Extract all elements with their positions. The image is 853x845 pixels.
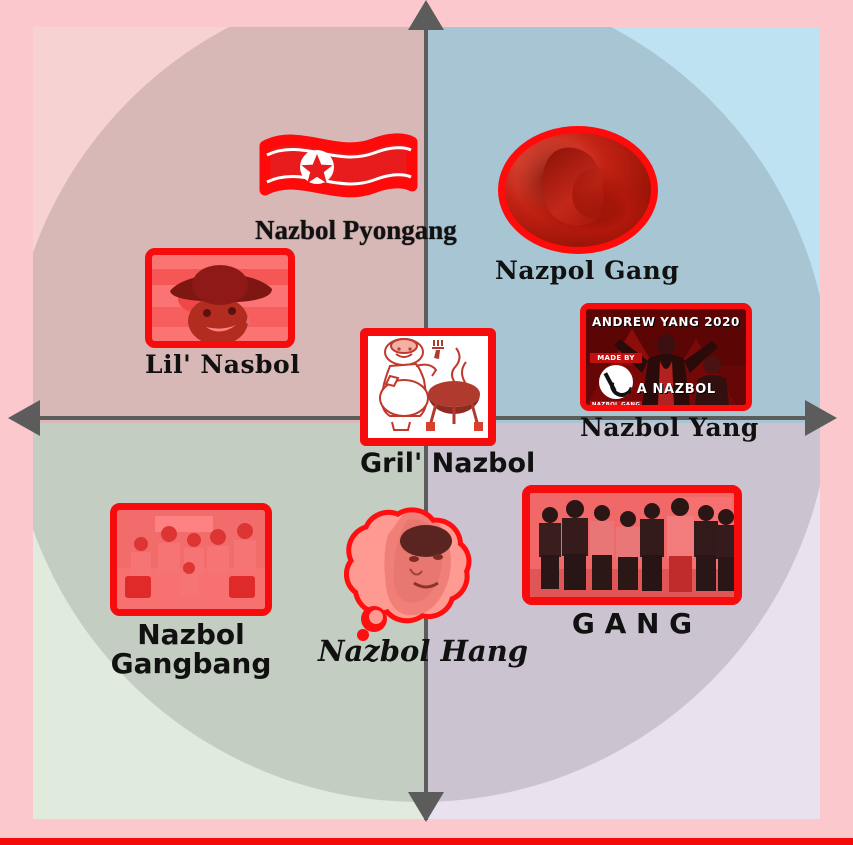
bottom-red-bar — [0, 838, 853, 845]
item-nazbol-hang[interactable]: Nazbol Hang — [318, 507, 529, 668]
axis-arrow-right-icon — [805, 400, 837, 436]
made-by-text: MADE BY — [590, 353, 642, 363]
item-label-line1: Nazbol — [137, 618, 245, 651]
item-label-line2: Gangbang — [110, 647, 272, 681]
thought-bubble-portrait-icon — [318, 507, 483, 642]
item-label: Nazpol Gang — [495, 256, 680, 285]
made-by-sub-text: NAZBOL GANG — [590, 401, 642, 408]
group-photo — [110, 503, 272, 616]
item-label: G A N G — [571, 607, 693, 640]
cowboy-portrait-photo — [145, 248, 295, 348]
andrew-yang-meme-photo: ANDREW YANG 2020 IS A NAZBOL MADE BY NAZ… — [580, 303, 752, 411]
hammer-and-sickle-icon — [599, 365, 633, 399]
item-label: Nazbol Hang — [318, 634, 529, 668]
north-korea-flag-icon — [255, 124, 420, 212]
axis-arrow-left-icon — [8, 400, 40, 436]
red-swirl-circle-icon — [497, 126, 658, 254]
made-by-watermark: MADE BY NAZBOL GANG — [590, 353, 642, 408]
biker-gang-photo — [522, 485, 742, 605]
axis-arrow-down-icon — [408, 792, 444, 822]
item-nazpol-gang[interactable]: Nazpol Gang — [495, 126, 680, 285]
item-lil-nasbol[interactable]: Lil' Nasbol — [145, 248, 301, 379]
item-gang[interactable]: G A N G — [522, 485, 742, 638]
item-gril-nazbol[interactable]: Gril' Nazbol — [360, 328, 536, 479]
meme-bottom-text: IS A NAZBOL — [616, 382, 716, 397]
item-label: Gril' Nazbol — [360, 448, 536, 479]
meme-top-text: ANDREW YANG 2020 — [591, 315, 741, 329]
bbq-grill-cartoon-icon — [360, 328, 496, 446]
item-label: Lil' Nasbol — [145, 350, 301, 379]
item-label: Nazbol Pyongang — [255, 215, 457, 245]
axis-arrow-up-icon — [408, 0, 444, 30]
item-nazbol-yang[interactable]: ANDREW YANG 2020 IS A NAZBOL MADE BY NAZ… — [580, 303, 759, 442]
item-label: Nazbol Yang — [580, 413, 759, 442]
item-nazbol-gangbang[interactable]: Nazbol Gangbang — [110, 503, 272, 679]
item-nazbol-pyongang[interactable]: Nazbol Pyongang — [255, 124, 457, 245]
